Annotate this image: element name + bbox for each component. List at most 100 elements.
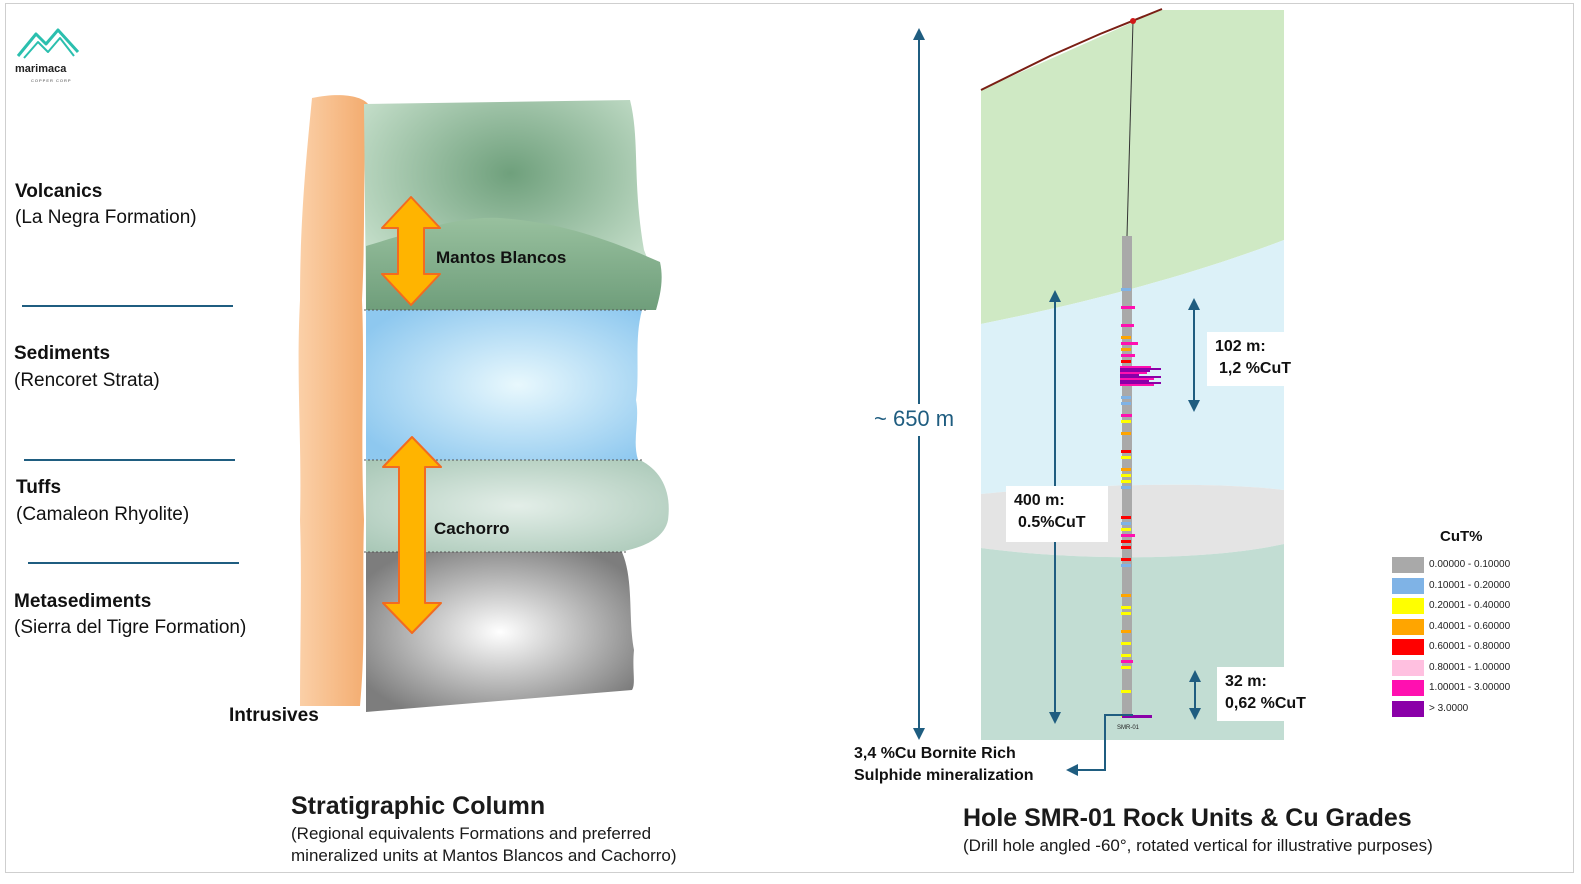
legend-label: 0.10001 - 0.20000	[1429, 579, 1511, 591]
legend-label: 0.40001 - 0.60000	[1429, 620, 1511, 632]
mantos-blancos-layer	[366, 217, 662, 310]
logo-tagline: COPPER CORP	[31, 78, 72, 83]
legend-label: 0.00000 - 0.10000	[1429, 559, 1511, 570]
mantos-blancos-label: Mantos Blancos	[436, 248, 567, 267]
legend-label: 0.60001 - 0.80000	[1429, 641, 1511, 652]
grade-interval-mark	[1121, 690, 1131, 693]
legend-label: > 3.0000	[1429, 702, 1469, 714]
grade-interval-mark	[1121, 540, 1131, 543]
legend-swatch	[1392, 618, 1424, 635]
grade-interval-mark	[1121, 534, 1135, 537]
high-grade-mark	[1120, 368, 1161, 370]
grade-interval-mark	[1121, 606, 1131, 609]
grade-interval-mark	[1121, 360, 1131, 363]
interval-102-box: 102 m: 1,2 %CuT	[1207, 332, 1317, 386]
bornite-note-line-2: Sulphide mineralization	[854, 767, 1034, 784]
slide-frame	[5, 3, 1574, 873]
grade-interval-mark	[1121, 516, 1131, 519]
grade-interval-mark	[1121, 342, 1138, 345]
drill-hole-log	[1120, 236, 1161, 718]
unit-tuffs-name: Tuffs	[16, 477, 62, 498]
legend-label: 1.00001 - 3.00000	[1429, 682, 1511, 693]
bornite-note-line-1: 3,4 %Cu Bornite Rich	[854, 745, 1016, 762]
high-grade-mark	[1120, 370, 1150, 372]
grade-interval-mark	[1121, 474, 1131, 477]
bornite-leader	[1066, 714, 1133, 776]
legend-swatch	[1392, 598, 1424, 614]
hole-id-tag: SMR-01	[1117, 725, 1140, 731]
unit-sediments-formation: (Rencoret Strata)	[14, 370, 160, 391]
interval-400-grade: 0.5%CuT	[1018, 514, 1086, 531]
interval-32-grade: 0,62 %CuT	[1225, 695, 1306, 712]
grade-interval-mark	[1121, 630, 1131, 633]
grade-interval-mark	[1121, 348, 1131, 351]
grade-interval-mark	[1121, 522, 1131, 525]
grade-interval-mark	[1121, 402, 1131, 405]
high-grade-mark	[1120, 374, 1139, 376]
grade-interval-mark	[1121, 564, 1131, 567]
unit-metasediments-formation: (Sierra del Tigre Formation)	[14, 617, 247, 638]
grade-interval-mark	[1121, 306, 1135, 309]
depth-label: ~ 650 m	[874, 406, 955, 431]
grade-interval-mark	[1121, 612, 1131, 615]
high-grade-mark	[1120, 384, 1154, 386]
logo-name: marimaca	[15, 63, 67, 75]
legend-label: 0.20001 - 0.40000	[1429, 600, 1511, 611]
interval-32-arrow	[1189, 670, 1201, 720]
unit-volcanics-formation: (La Negra Formation)	[15, 207, 197, 228]
high-grade-mark	[1120, 366, 1151, 368]
interval-400-box: 400 m: 0.5%CuT	[1006, 486, 1108, 542]
grade-interval-mark	[1121, 486, 1131, 489]
legend-swatch	[1392, 700, 1424, 717]
grade-interval-mark	[1121, 414, 1132, 417]
grade-interval-mark	[1121, 468, 1131, 471]
grade-interval-mark	[1121, 654, 1131, 657]
intrusives-label: Intrusives	[229, 705, 319, 726]
unit-tuffs-formation: (Camaleon Rhyolite)	[16, 504, 190, 525]
drill-trace	[1126, 20, 1134, 237]
tuffs-layer	[366, 460, 669, 552]
green-unit	[981, 10, 1284, 324]
interval-32-box: 32 m: 0,62 %CuT	[1217, 667, 1323, 721]
grade-interval-mark	[1121, 324, 1134, 327]
legend-swatch	[1392, 639, 1424, 655]
grade-interval-mark	[1121, 456, 1131, 459]
right-panel-subtitle: (Drill hole angled -60°, rotated vertica…	[963, 836, 1433, 855]
high-grade-mark	[1120, 378, 1154, 380]
depth-650-arrow	[913, 28, 925, 740]
grade-interval-mark	[1121, 450, 1131, 453]
grade-interval-mark	[1121, 528, 1131, 531]
grade-interval-mark	[1121, 336, 1131, 339]
grade-interval-mark	[1121, 660, 1133, 663]
unit-metasediments-name: Metasediments	[14, 591, 152, 612]
mountain-logo-icon	[16, 28, 80, 59]
marimaca-logo: marimaca COPPER CORP	[14, 24, 84, 86]
high-grade-mark	[1120, 372, 1147, 374]
unit-sediments-name: Sediments	[14, 343, 111, 364]
grade-interval-mark	[1121, 642, 1131, 645]
high-grade-mark	[1120, 382, 1161, 384]
legend-swatch	[1392, 680, 1424, 696]
interval-102-arrow	[1188, 298, 1200, 412]
bornite-interval-mark	[1122, 715, 1152, 718]
grade-interval-mark	[1121, 396, 1131, 399]
left-panel-subtitle: (Regional equivalents Formations and pre…	[291, 824, 677, 865]
grade-interval-mark	[1121, 288, 1131, 291]
grade-legend: 0.00000 - 0.10000 0.10001 - 0.20000 0.2000…	[1392, 557, 1532, 727]
mantos-blancos-arrow-icon	[381, 196, 441, 306]
intrusives-body	[298, 95, 368, 707]
legend-swatch	[1392, 557, 1424, 573]
interval-102-grade: 1,2 %CuT	[1219, 360, 1292, 377]
teal-unit	[981, 544, 1284, 740]
interval-400-length: 400 m:	[1014, 492, 1065, 509]
grade-interval-mark	[1121, 558, 1131, 561]
metasediments-layer	[366, 552, 634, 712]
right-panel-title: Hole SMR-01 Rock Units & Cu Grades	[963, 804, 1412, 832]
grade-interval-mark	[1121, 420, 1131, 423]
grade-interval-mark	[1121, 480, 1131, 483]
legend-title: CuT%	[1440, 528, 1483, 545]
sediments-layer	[366, 310, 642, 460]
high-grade-mark	[1120, 376, 1161, 378]
cachorro-arrow-icon	[382, 436, 442, 634]
interval-32-length: 32 m:	[1225, 673, 1267, 690]
